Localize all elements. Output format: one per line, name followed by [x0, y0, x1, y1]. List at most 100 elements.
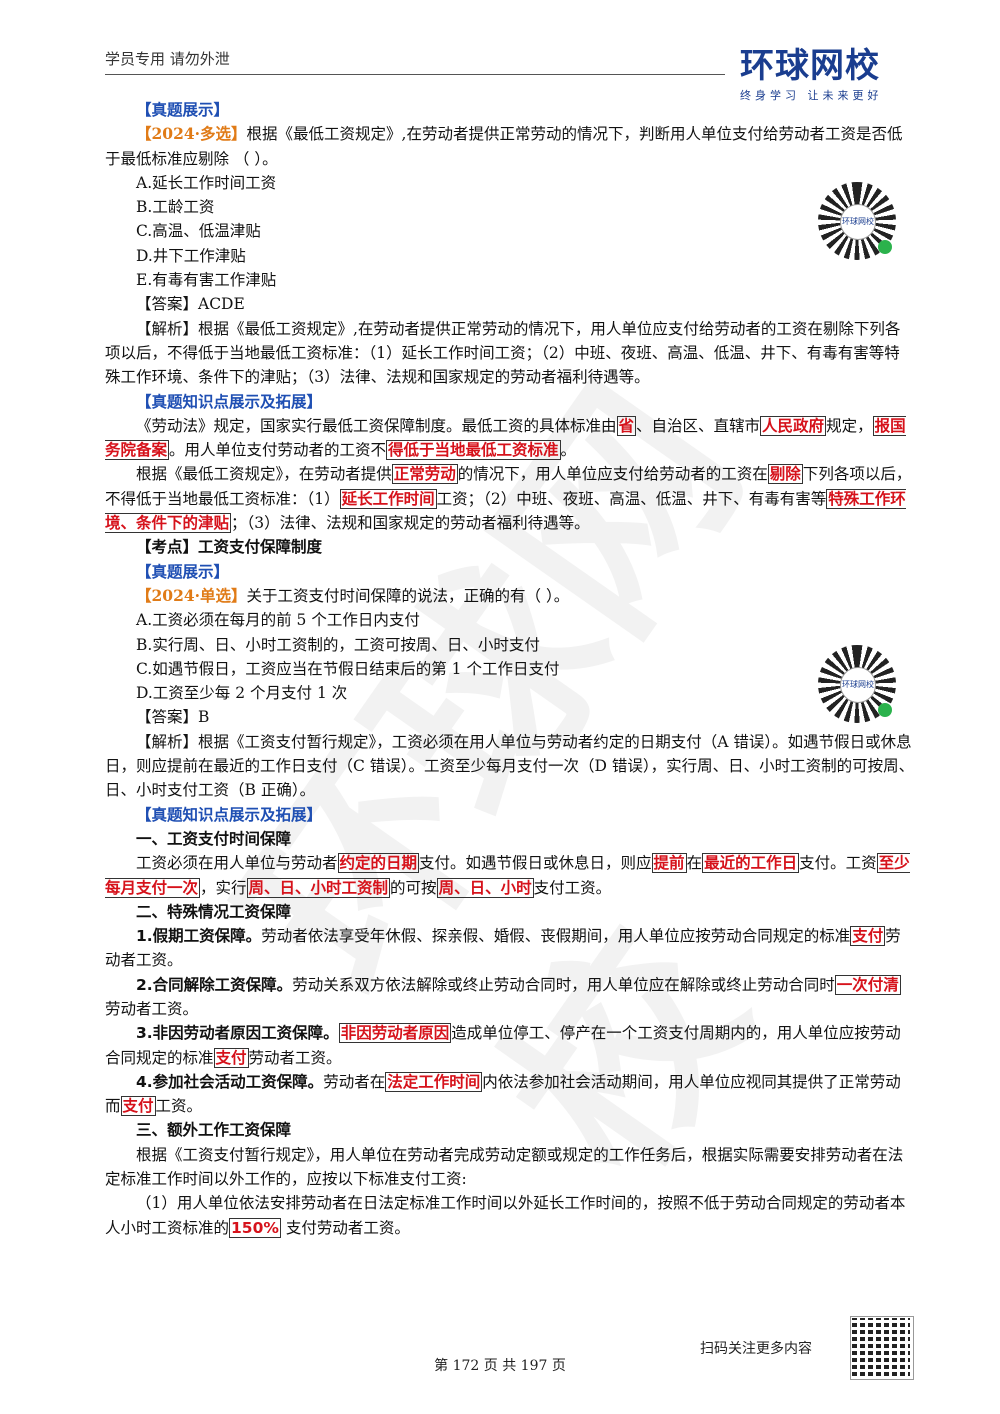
text: 《劳动法》规定，国家实行最低工资保障制度。最低工资的具体标准由 [136, 416, 617, 435]
highlight: 正常劳动 [391, 464, 458, 485]
logo-main-text: 环球网校 [740, 46, 880, 86]
highlight: 法定工作时间 [385, 1071, 483, 1092]
text: ，实行 [200, 878, 247, 897]
subheading: 二、特殊情况工资保障 [136, 902, 292, 921]
text: 。 [560, 441, 577, 460]
question-tag: 【2024·多选】 [136, 124, 247, 144]
text: 。用人单位支付劳动者的工资不 [169, 441, 387, 460]
extension-title: 【真题知识点展示及拓展】 [136, 804, 323, 824]
header-divider [105, 74, 725, 75]
question-2: 【2024·单选】关于工资支付时间保障的说法，正确的有（ ）。 [105, 584, 915, 608]
question-1: 【2024·多选】根据《最低工资规定》,在劳动者提供正常劳动的情况下，判断用人单… [105, 122, 915, 171]
text: 下列各项以后，不得低于当地最低工资标准：（1） [105, 465, 912, 508]
text: 劳动者依法享受年休假、探亲假、婚假、丧假期间，用人单位应按劳动合同规定的标准 [261, 927, 851, 946]
footer-qr-border [850, 1316, 914, 1380]
text: 劳动者在 [323, 1072, 386, 1091]
knowledge-paragraph: （1）用人单位依法安排劳动者在日法定标准工作时间以外延长工作时间的，按照不低于劳… [105, 1191, 915, 1240]
highlight: 约定的日期 [337, 853, 420, 874]
item-title: 3.非因劳动者原因工资保障。 [136, 1024, 339, 1043]
mini-program-icon [878, 703, 892, 717]
question-text: 根据《最低工资规定》,在劳动者提供正常劳动的情况下，判断用人单位支付给劳动者工资… [105, 125, 903, 168]
highlight: 省 [616, 415, 637, 436]
knowledge-paragraph: 1.假期工资保障。劳动者依法享受年休假、探亲假、婚假、丧假期间，用人单位应按劳动… [105, 924, 915, 973]
item-title: 1.假期工资保障。 [136, 927, 262, 946]
footer-qr-code[interactable] [852, 1318, 910, 1376]
text: 的可按 [390, 878, 437, 897]
knowledge-paragraph: 工资必须在用人单位与劳动者约定的日期支付。如遇节假日或休息日，则应提前在最近的工… [105, 851, 915, 900]
text: ；（3）法律、法规和国家规定的劳动者福利待遇等。 [231, 514, 590, 533]
topic-heading: 【考点】工资支付保障制度 [136, 538, 323, 557]
qr-code-1[interactable]: 环球网校 [818, 182, 896, 260]
text: 支付工资。 [533, 878, 612, 897]
subheading: 三、额外工作工资保障 [136, 1121, 292, 1140]
highlight: 剔除 [767, 464, 803, 485]
option: A.工资必须在每月的前 5 个工作日内支付 [136, 611, 420, 630]
highlight: 150% [229, 1217, 281, 1238]
highlight: 报国务院备案 [105, 415, 906, 461]
highlight: 人民政府 [760, 415, 827, 436]
text: 支付。工资 [799, 854, 877, 873]
header-notice: 学员专用 请勿外泄 [105, 50, 230, 68]
highlight: 周、日、小时 [436, 877, 534, 898]
knowledge-paragraph: 根据《最低工资规定》，在劳动者提供正常劳动的情况下，用人单位应支付给劳动者的工资… [105, 462, 915, 535]
highlight: 得低于当地最低工资标准 [386, 440, 561, 461]
text: 在 [686, 854, 703, 873]
scan-hint: 扫码关注更多内容 [700, 1341, 812, 1357]
text: 造成单位停工、停产在一个工资支付周期内的，用人单位应按劳动合同规定的标准 [105, 1024, 901, 1067]
text: （1）用人单位依法安排劳动者在日法定标准工作时间以外延长工作时间的，按照不低于劳… [105, 1194, 906, 1237]
brand-logo: 环球网校 终身学习 让未来更好 [740, 38, 920, 103]
highlight: 支付 [213, 1047, 249, 1068]
text: 劳动者工资。 [248, 1048, 342, 1067]
answer: 【答案】B [136, 708, 210, 727]
option: C.如遇节假日，工资应当在节假日结束后的第 1 个工作日支付 [136, 659, 560, 678]
text: 的情况下，用人单位应支付给劳动者的工资在 [457, 465, 768, 484]
highlight: 支付 [850, 926, 886, 947]
mini-program-icon [878, 240, 892, 254]
highlight: 提前 [651, 853, 687, 874]
qr-label: 环球网校 [840, 667, 876, 703]
knowledge-paragraph: 3.非因劳动者原因工资保障。非因劳动者原因造成单位停工、停产在一个工资支付周期内… [105, 1021, 915, 1070]
document-body: 【真题展示】 【2024·多选】根据《最低工资规定》,在劳动者提供正常劳动的情况… [105, 98, 915, 1240]
section-title: 【真题展示】 [136, 561, 230, 581]
knowledge-paragraph: 2.合同解除工资保障。劳动关系双方依法解除或终止劳动合同时，用人单位应在解除或终… [105, 973, 915, 1022]
text: 劳动者工资。 [105, 999, 199, 1018]
analysis: 【解析】根据《最低工资规定》,在劳动者提供正常劳动的情况下，用人单位应支付给劳动… [105, 319, 901, 387]
text: 劳动者工资。 [105, 927, 901, 970]
page-number: 第 172 页 共 197 页 [434, 1358, 566, 1374]
knowledge-paragraph: 4.参加社会活动工资保障。劳动者在法定工作时间内依法参加社会活动期间，用人单位应… [105, 1070, 915, 1119]
option: B.工龄工资 [136, 198, 215, 217]
text: 支付劳动者工资。 [280, 1218, 410, 1237]
logo-slogan: 终身学习 让未来更好 [740, 89, 883, 102]
qr-code-2[interactable]: 环球网校 [818, 645, 896, 723]
highlight: 特殊工作环境、条件下的津贴 [105, 488, 906, 534]
highlight: 周、日、小时工资制 [246, 877, 391, 898]
section-title: 【真题展示】 [136, 100, 230, 119]
subheading: 一、工资支付时间保障 [136, 829, 292, 848]
option: C.高温、低温津贴 [136, 222, 261, 241]
text: 规定， [826, 416, 873, 435]
option: D.井下工作津贴 [136, 246, 246, 265]
text: 根据《最低工资规定》，在劳动者提供 [136, 465, 392, 484]
knowledge-paragraph: 《劳动法》规定，国家实行最低工资保障制度。最低工资的具体标准由省、自治区、直辖市… [105, 414, 915, 463]
knowledge-paragraph: 根据《工资支付暂行规定》，用人单位在劳动者完成劳动定额或规定的工作任务后，根据实… [105, 1145, 904, 1189]
text: 工资；（2）中班、夜班、高温、低温、井下、有毒有害等 [436, 489, 827, 508]
item-title: 2.合同解除工资保障。 [136, 975, 293, 994]
highlight: 至少每月支付一次 [105, 853, 910, 898]
option: E.有毒有害工作津贴 [136, 271, 277, 290]
analysis: 【解析】根据《工资支付暂行规定》，工资必须在用人单位与劳动者约定的日期支付（A … [105, 732, 915, 800]
question-text: 关于工资支付时间保障的说法，正确的有（ ）。 [246, 586, 570, 605]
text: 支付。如遇节假日或休息日，则应 [419, 854, 652, 873]
text: 、自治区、直辖市 [636, 416, 761, 435]
highlight: 最近的工作日 [702, 853, 800, 874]
highlight: 支付 [120, 1096, 156, 1117]
question-tag: 【2024·单选】 [136, 585, 247, 605]
option: D.工资至少每 2 个月支付 1 次 [136, 684, 348, 703]
highlight: 非因劳动者原因 [338, 1023, 452, 1044]
text: 工资必须在用人单位与劳动者 [136, 854, 338, 873]
text: 劳动关系双方依法解除或终止劳动合同时，用人单位应在解除或终止劳动合同时 [292, 975, 835, 994]
highlight: 延长工作时间 [339, 488, 437, 509]
answer: 【答案】ACDE [136, 295, 245, 314]
qr-label: 环球网校 [840, 204, 876, 240]
highlight: 一次付清 [834, 974, 901, 995]
text: 工资。 [155, 1097, 203, 1116]
